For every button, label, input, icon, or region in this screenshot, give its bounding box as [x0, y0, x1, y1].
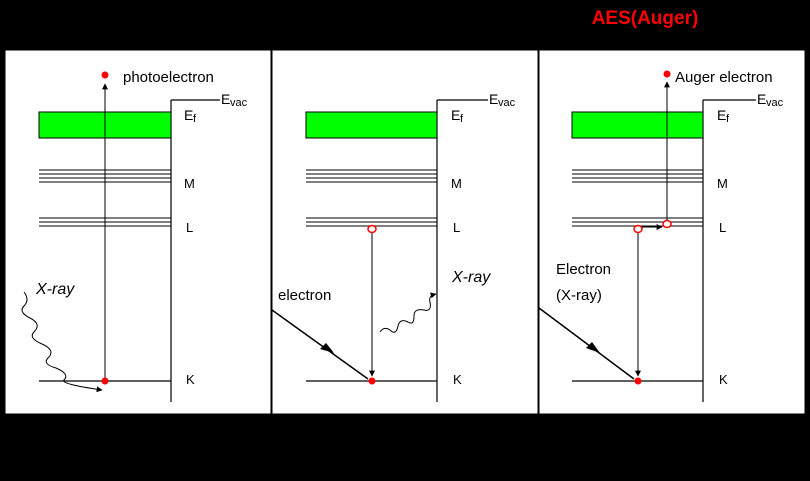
- panel-aes-m-shell: [572, 169, 703, 183]
- panel-aes-background: [538, 49, 806, 415]
- panel-xps: photoelectron X-ray E vac E f M L K: [0, 49, 272, 450]
- panel-xrf-electron-label: electron: [278, 287, 331, 304]
- panel-aes-incoming-electron: [538, 307, 635, 380]
- svg-text:vac: vac: [230, 97, 248, 109]
- panel-xrf-incoming-arrowhead: [320, 343, 334, 353]
- svg-text:E: E: [717, 107, 726, 123]
- panel-xps-evac-label: E vac: [221, 91, 248, 109]
- panel-xrf-incoming-electron: [271, 309, 369, 380]
- panel-xrf-bracket-left: [275, 421, 334, 450]
- panel-aes-fermi-band: [571, 111, 704, 139]
- panel-xrf-bracket-right: [466, 421, 538, 450]
- svg-text:vac: vac: [498, 97, 516, 109]
- panel-aes-k-label: K: [719, 372, 728, 387]
- svg-text:f: f: [726, 113, 730, 125]
- panel-xrf-xray-label: X-ray: [451, 269, 491, 286]
- panel-xps-m-label: M: [184, 176, 195, 191]
- panel-aes-m-label: M: [717, 176, 728, 191]
- panel-aes-bracket-right: [634, 421, 810, 450]
- panel-xps-xray-label: X-ray: [35, 281, 75, 298]
- svg-text:vac: vac: [766, 97, 784, 109]
- svg-text:E: E: [451, 107, 460, 123]
- panel-xps-background: [4, 49, 272, 415]
- panel-xps-ef-label: E f: [184, 107, 197, 125]
- panel-aes-xray-label: (X-ray): [556, 287, 602, 304]
- svg-text:f: f: [460, 113, 464, 125]
- svg-text:E: E: [489, 91, 498, 107]
- diagram-title: AES(Auger): [591, 8, 699, 29]
- panel-xps-bracket-left: [0, 421, 66, 450]
- panel-xps-xray-wave: [21, 291, 103, 393]
- panel-xps-l-label: L: [186, 220, 193, 235]
- panel-aes-electron-label: Electron: [556, 261, 611, 278]
- panel-xrf-background: [271, 49, 539, 415]
- panel-aes-evac-label: E vac: [757, 91, 784, 109]
- panel-xrf-k-dot: [368, 377, 376, 385]
- panel-aes: Auger electron Electron (X-ray) E vac E …: [538, 49, 810, 450]
- panel-xrf-l-vacancy: [367, 224, 377, 234]
- svg-text:f: f: [193, 113, 197, 125]
- panel-xrf-m-shell: [306, 169, 437, 183]
- panel-xrf-k-label: K: [453, 372, 462, 387]
- panel-xrf-fermi-band: [305, 111, 438, 139]
- panel-aes-incoming-arrowhead: [586, 342, 600, 353]
- panel-aes-ef-label: E f: [717, 107, 730, 125]
- panel-xrf-ef-label: E f: [451, 107, 464, 125]
- panel-xps-photoelectron-label: photoelectron: [123, 69, 214, 86]
- panel-xps-photoelectron-dot: [101, 71, 109, 79]
- panel-aes-l-vacancy-1: [633, 224, 643, 234]
- panel-aes-auger-electron-dot: [663, 70, 671, 78]
- panel-xrf-l-label: L: [453, 220, 460, 235]
- panel-xrf: electron X-ray E vac E f M L K: [271, 49, 539, 450]
- panel-aes-l-vacancy-2: [662, 219, 672, 229]
- panel-xps-k-label: K: [186, 372, 195, 387]
- panel-xps-k-vacancy-dot: [101, 377, 109, 385]
- svg-text:E: E: [757, 91, 766, 107]
- svg-text:E: E: [221, 91, 230, 107]
- panel-xrf-xray-wave: [379, 292, 437, 333]
- panel-aes-k-dot: [634, 377, 642, 385]
- svg-text:E: E: [184, 107, 193, 123]
- panel-xrf-m-label: M: [451, 176, 462, 191]
- panel-xrf-evac-label: E vac: [489, 91, 516, 109]
- panel-aes-l-label: L: [719, 220, 726, 235]
- panel-xps-bracket-right: [196, 421, 268, 450]
- panel-aes-auger-label: Auger electron: [675, 69, 773, 86]
